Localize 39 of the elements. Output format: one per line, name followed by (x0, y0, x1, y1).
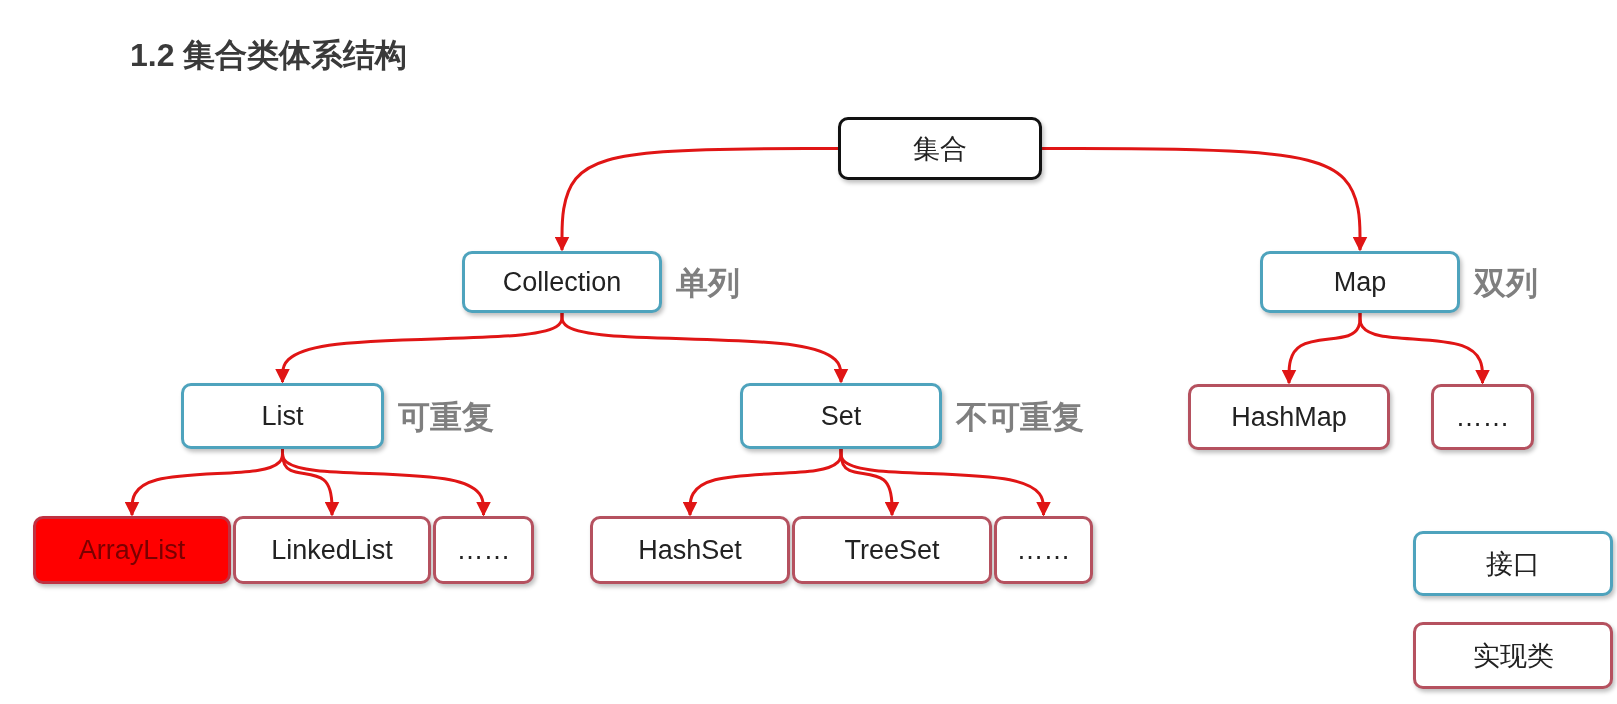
class-box (1188, 384, 1390, 450)
node-label: HashSet (638, 534, 742, 566)
interface-box (740, 383, 942, 449)
node-label: Map (1333, 266, 1387, 298)
annotation: 单列 (676, 264, 740, 303)
arrow (554, 147, 838, 252)
class-box (1431, 384, 1534, 450)
annotation: 双列 (1474, 264, 1538, 303)
node-label: …… (1016, 534, 1071, 566)
root-box (838, 117, 1042, 180)
title: 1.2 集合类体系结构 (130, 36, 408, 75)
annotation: 不可重复 (956, 398, 1084, 437)
interface-box (462, 251, 662, 313)
node-label: LinkedList (271, 534, 393, 566)
class-box (994, 516, 1093, 584)
arrow (1042, 147, 1368, 252)
arrow (560, 313, 849, 384)
node-label: TreeSet (844, 534, 940, 566)
legend-label: 接口 (1486, 547, 1540, 581)
node-label: …… (1455, 401, 1510, 433)
node-label: Collection (502, 266, 622, 298)
annotation: 可重复 (398, 398, 494, 437)
class-box (590, 516, 790, 584)
arrow (839, 449, 1051, 517)
highlighted-class-box (33, 516, 231, 584)
node-label: Set (820, 400, 862, 432)
node-label: 集合 (913, 132, 967, 166)
class-box (233, 516, 431, 584)
legend-label: 实现类 (1472, 639, 1554, 673)
interface-box (1260, 251, 1460, 313)
arrow (281, 449, 491, 517)
class-box (792, 516, 992, 584)
node-label: HashMap (1231, 401, 1347, 433)
node-label: …… (456, 534, 511, 566)
class-box (433, 516, 534, 584)
node-label: ArrayList (78, 534, 186, 566)
arrow (1358, 313, 1490, 385)
node-label: List (261, 400, 304, 432)
interface-box (181, 383, 384, 449)
